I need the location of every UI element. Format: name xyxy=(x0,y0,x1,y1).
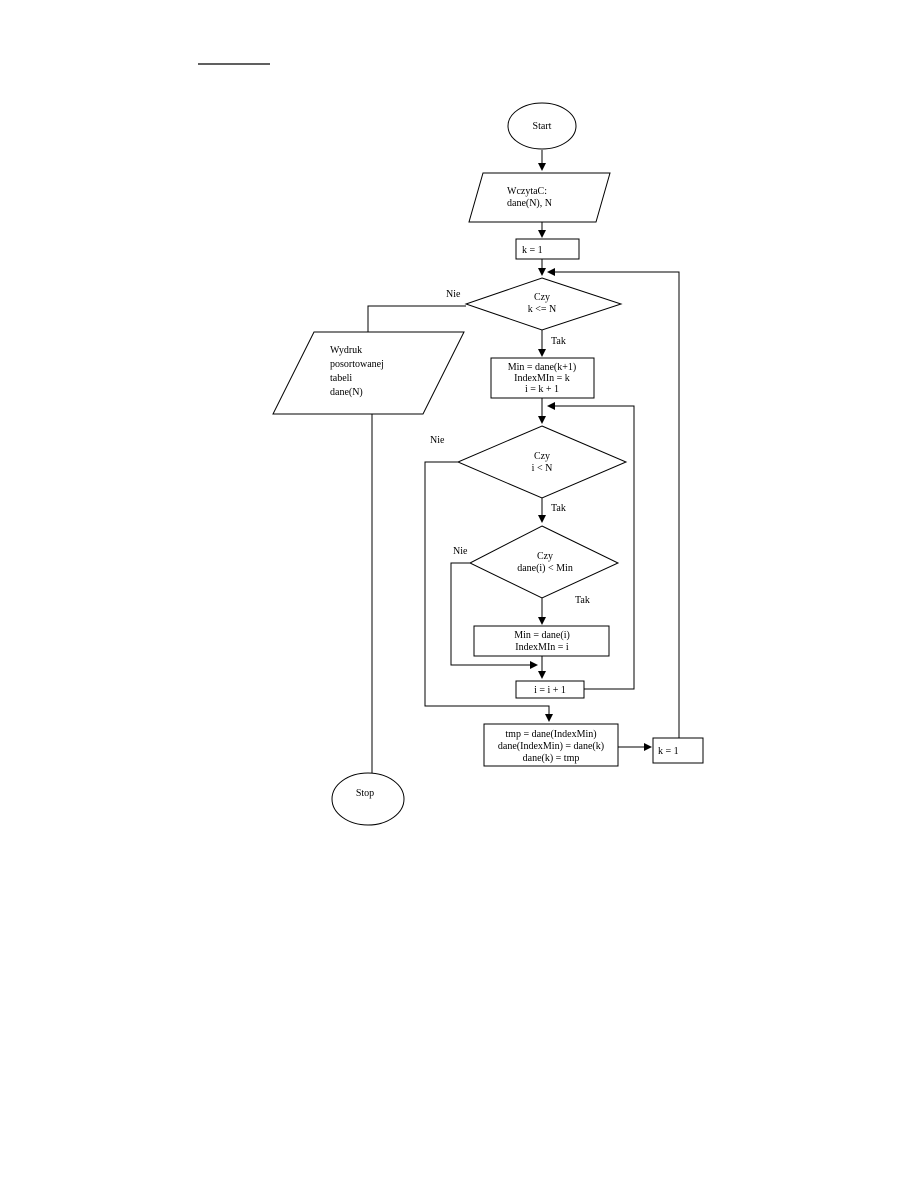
cond-dane-yes-label: Tak xyxy=(575,595,590,606)
cond-i-yes-label: Tak xyxy=(551,503,566,514)
cond-dane-node: Czy dane(i) < Min xyxy=(468,525,620,599)
read-input-node: WczytaC: dane(N), N xyxy=(468,172,611,223)
update-min-line-1: Min = dane(i) xyxy=(514,630,570,641)
edge-inci-loop xyxy=(547,402,635,690)
init-min-line-2: IndexMIn = k xyxy=(514,373,570,384)
swap-node: tmp = dane(IndexMin) dane(IndexMin) = da… xyxy=(483,723,619,767)
connectors xyxy=(367,150,680,774)
cond-i-line-2: i < N xyxy=(532,463,553,474)
print-line-3: tabeli xyxy=(330,373,352,384)
inc-k-label: k = 1 xyxy=(658,746,679,757)
cond-dane-no-label: Nie xyxy=(453,546,468,557)
edge-condk-no xyxy=(367,305,466,332)
cond-dane-line-2: dane(i) < Min xyxy=(517,563,573,574)
update-min-line-2: IndexMIn = i xyxy=(515,642,569,653)
start-label: Start xyxy=(533,121,552,132)
print-line-2: posortowanej xyxy=(330,359,384,370)
inc-k-node: k = 1 xyxy=(652,737,704,764)
update-min-node: Min = dane(i) IndexMIn = i xyxy=(473,625,610,657)
print-line-1: Wydruk xyxy=(330,345,362,356)
init-min-node: Min = dane(k+1) IndexMIn = k i = k + 1 xyxy=(490,357,595,399)
swap-line-2: dane(IndexMin) = dane(k) xyxy=(498,741,604,752)
cond-k-node: Czy k <= N xyxy=(464,277,623,331)
cond-k-no-label: Nie xyxy=(446,289,461,300)
cond-k-yes-label: Tak xyxy=(551,336,566,347)
inc-i-label: i = i + 1 xyxy=(534,685,566,696)
edge-inck-loop xyxy=(547,268,680,738)
read-line-1: WczytaC: xyxy=(507,186,547,197)
swap-line-3: dane(k) = tmp xyxy=(523,753,580,764)
swap-line-1: tmp = dane(IndexMin) xyxy=(505,729,596,740)
print-node: Wydruk posortowanej tabeli dane(N) xyxy=(272,331,465,415)
edge-condi-no xyxy=(424,461,553,722)
edge-conddane-no xyxy=(450,562,538,669)
cond-dane-line-1: Czy xyxy=(537,551,553,562)
read-line-2: dane(N), N xyxy=(507,198,552,209)
init-min-line-3: i = k + 1 xyxy=(525,384,559,395)
cond-i-no-label: Nie xyxy=(430,435,445,446)
init-min-line-1: Min = dane(k+1) xyxy=(508,362,577,373)
cond-i-node: Czy i < N xyxy=(456,425,628,499)
inc-i-node: i = i + 1 xyxy=(515,680,585,699)
init-k-node: k = 1 xyxy=(515,238,580,260)
cond-k-line-2: k <= N xyxy=(528,304,557,315)
cond-i-line-1: Czy xyxy=(534,451,550,462)
stop-label: Stop xyxy=(356,788,374,799)
start-node: Start xyxy=(507,102,577,150)
init-k-label: k = 1 xyxy=(522,245,543,256)
print-line-4: dane(N) xyxy=(330,387,363,398)
stop-node: Stop xyxy=(331,772,405,826)
cond-k-line-1: Czy xyxy=(534,292,550,303)
